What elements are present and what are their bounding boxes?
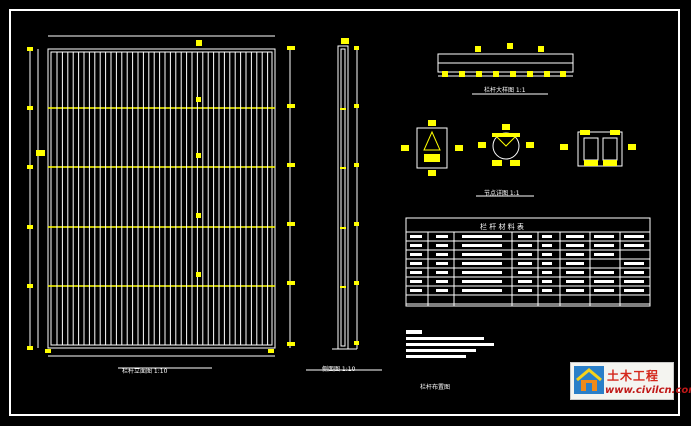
table-cell-text — [462, 235, 502, 238]
table-cell-text — [518, 244, 532, 247]
table-cell-text — [462, 271, 502, 274]
section-detail-3 — [560, 130, 636, 167]
table-cell-text — [594, 280, 614, 283]
watermark-url: www.civilcn.com — [605, 385, 691, 396]
side-view-caption: 侧面图 1:10 — [322, 365, 356, 373]
table-cell-text — [542, 235, 552, 238]
house-icon — [574, 366, 604, 394]
table-cell-text — [594, 244, 614, 247]
table-cell-text — [462, 289, 502, 292]
dimension-marks-side — [340, 38, 359, 345]
top-detail — [437, 53, 574, 77]
table-cell-text — [624, 289, 644, 292]
table-cell-text — [594, 235, 614, 238]
material-table — [405, 217, 651, 307]
table-cell-text — [566, 244, 584, 247]
table-cell-text — [566, 262, 584, 265]
table-cell-text — [436, 262, 448, 265]
front-view-caption: 栏杆立面图 1:10 — [122, 367, 168, 375]
table-cell-text — [624, 262, 644, 265]
table-cell-text — [566, 253, 584, 256]
notes-block — [406, 330, 494, 358]
side-view — [332, 45, 358, 350]
section-detail-1 — [401, 120, 463, 176]
table-cell-text — [518, 289, 532, 292]
table-cell-text — [518, 271, 532, 274]
table-cell-text — [462, 262, 502, 265]
front-elevation — [29, 35, 291, 357]
table-cell-text — [410, 289, 422, 292]
bottom-caption: 栏杆布置图 — [420, 383, 450, 391]
dimension-marks-front — [27, 40, 295, 353]
table-cell-text — [566, 235, 584, 238]
table-cell-text — [624, 244, 644, 247]
table-cell-text — [462, 244, 502, 247]
section-detail-2 — [478, 124, 534, 166]
table-cell-text — [436, 289, 448, 292]
table-cell-text — [594, 253, 614, 256]
table-cell-text — [518, 262, 532, 265]
watermark-site-name: 土木工程 — [607, 369, 660, 383]
table-cell-text — [566, 280, 584, 283]
table-cell-text — [436, 253, 448, 256]
table-cell-text — [410, 271, 422, 274]
table-cell-text — [462, 280, 502, 283]
table-cell-text — [518, 280, 532, 283]
table-cell-text — [542, 262, 552, 265]
top-detail-caption: 栏杆大样图 1:1 — [484, 86, 526, 94]
table-title: 栏 杆 材 料 表 — [480, 222, 524, 231]
table-cell-text — [436, 280, 448, 283]
section-caption: 节点详图 1:1 — [484, 189, 520, 197]
drawing-border — [9, 9, 680, 416]
table-cell-text — [542, 253, 552, 256]
material-table-cells — [410, 235, 644, 292]
table-cell-text — [624, 280, 644, 283]
table-cell-text — [594, 271, 614, 274]
table-cell-text — [518, 235, 532, 238]
table-cell-text — [542, 244, 552, 247]
table-cell-text — [410, 244, 422, 247]
table-cell-text — [542, 280, 552, 283]
table-cell-text — [542, 289, 552, 292]
table-cell-text — [410, 280, 422, 283]
table-cell-text — [566, 289, 584, 292]
table-cell-text — [436, 235, 448, 238]
top-detail-marks — [442, 43, 566, 77]
table-cell-text — [594, 289, 614, 292]
table-cell-text — [518, 253, 532, 256]
table-cell-text — [436, 244, 448, 247]
table-cell-text — [436, 271, 448, 274]
table-cell-text — [566, 271, 584, 274]
table-cell-text — [624, 235, 644, 238]
table-cell-text — [410, 253, 422, 256]
table-cell-text — [462, 253, 502, 256]
table-cell-text — [542, 271, 552, 274]
table-cell-text — [410, 262, 422, 265]
table-cell-text — [624, 271, 644, 274]
table-cell-text — [410, 235, 422, 238]
watermark-logo: 土木工程 www.civilcn.com — [570, 362, 691, 400]
